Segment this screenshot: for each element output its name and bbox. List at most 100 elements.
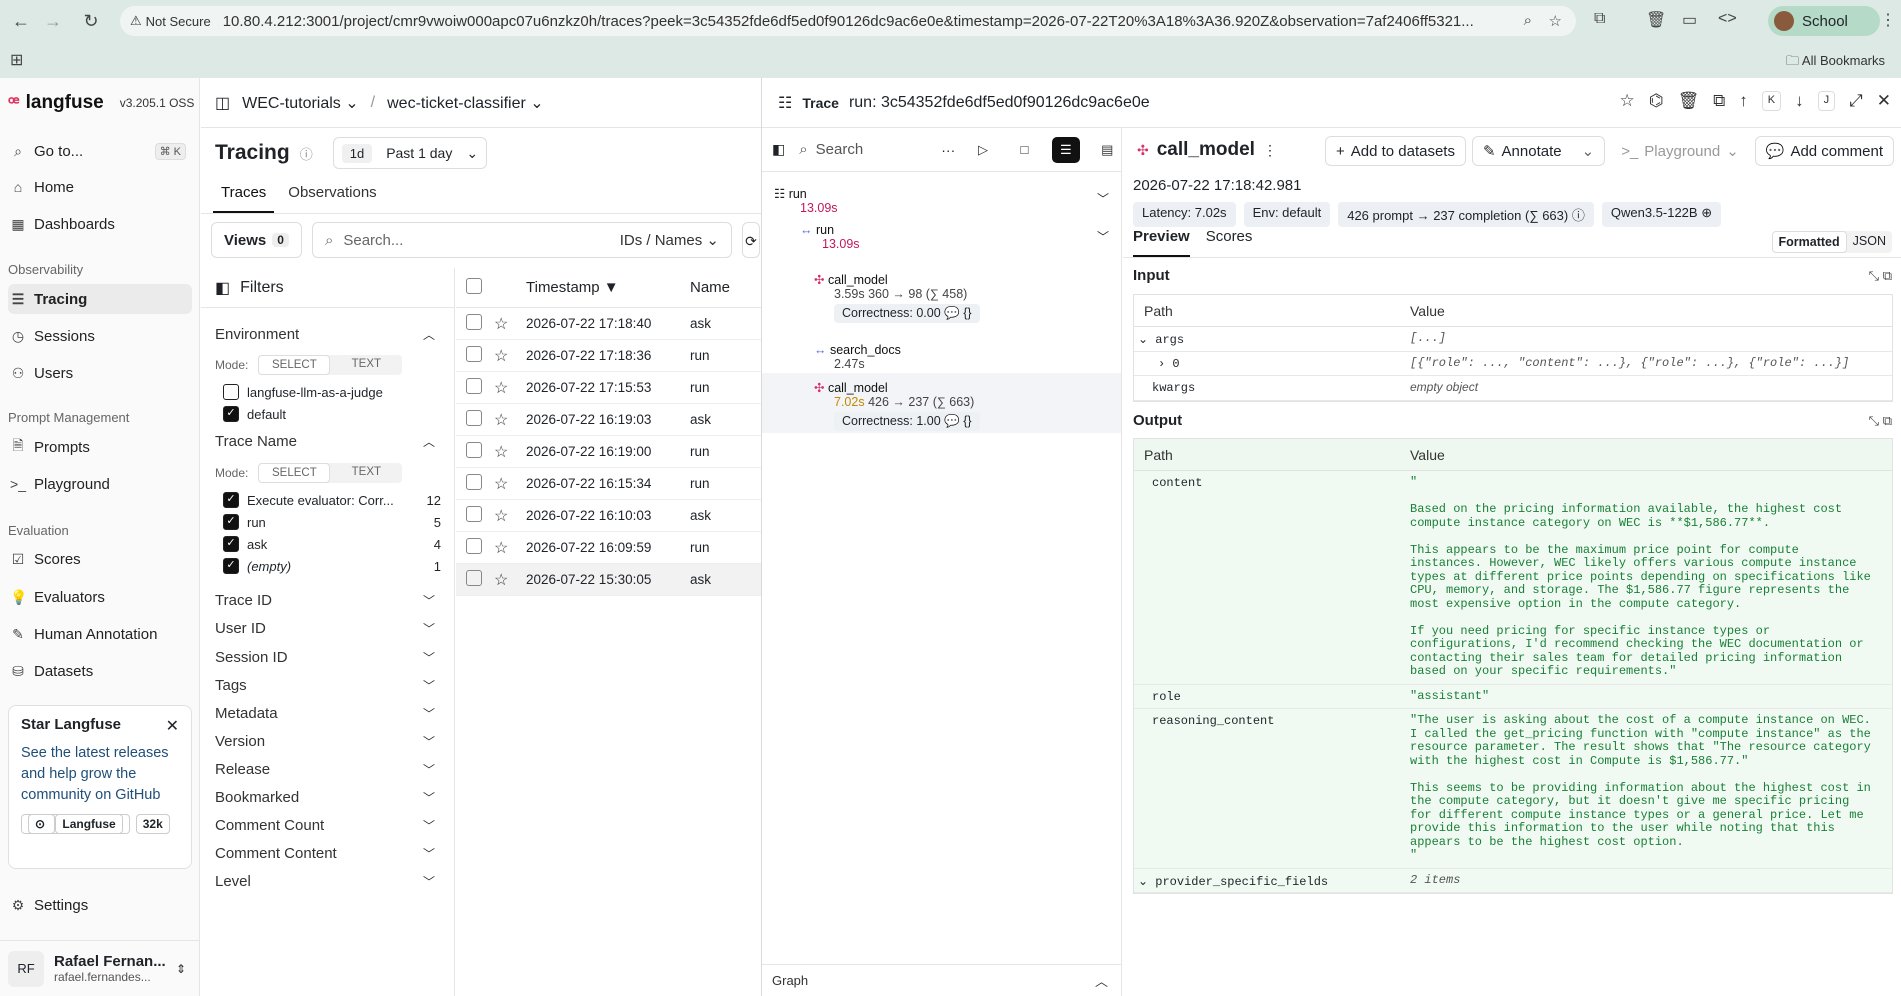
- row-checkbox[interactable]: [456, 314, 494, 333]
- filter-environment[interactable]: Environment︿: [215, 326, 445, 343]
- score-badge[interactable]: Correctness: 0.00 💬 {}: [834, 304, 980, 323]
- col-name[interactable]: Name: [690, 279, 731, 296]
- checkbox-checked[interactable]: ✓: [223, 492, 239, 508]
- row-checkbox[interactable]: [456, 346, 494, 365]
- url-text[interactable]: 10.80.4.212:3001/project/cmr9vwoiw000apc…: [222, 12, 1474, 30]
- checkbox[interactable]: [466, 314, 482, 330]
- table-row[interactable]: content" Based on the pricing informatio…: [1134, 471, 1892, 685]
- sidebar-item-scores[interactable]: ☑Scores: [8, 544, 192, 574]
- filter-metadata[interactable]: Metadata﹀: [215, 705, 445, 722]
- github-stars[interactable]: ⊙ Langfuse 32k: [21, 814, 179, 834]
- star-icon[interactable]: ☆: [494, 571, 509, 589]
- filter-option[interactable]: ✓default: [223, 403, 441, 425]
- checkbox-checked[interactable]: ✓: [223, 406, 239, 422]
- menu-icon[interactable]: ⋮: [1880, 12, 1896, 29]
- search-scope-select[interactable]: IDs / Names ⌄: [620, 231, 719, 249]
- external-link-icon[interactable]: ⧉: [1713, 91, 1726, 110]
- star-icon[interactable]: ☆: [494, 379, 509, 397]
- filter-option[interactable]: ✓Execute evaluator: Corr...12: [223, 489, 441, 511]
- checkbox[interactable]: [223, 384, 239, 400]
- checkbox[interactable]: [466, 410, 482, 426]
- table-row[interactable]: reasoning_content"The user is asking abo…: [1134, 709, 1892, 869]
- annotate-button[interactable]: ✎Annotate⌄: [1471, 136, 1606, 166]
- arrow-up-icon[interactable]: ↑: [1739, 91, 1748, 110]
- star-icon[interactable]: ☆: [494, 507, 509, 525]
- tree-node-run-root[interactable]: ☷ run 13.09s: [774, 186, 838, 215]
- mode-select-button[interactable]: SELECT: [258, 355, 331, 375]
- tree-node-call-model-1[interactable]: ✣ call_model 3.59s 360 → 98 (∑ 458) Corr…: [814, 272, 980, 323]
- search-input[interactable]: ⌕ Search... IDs / Names ⌄: [311, 222, 732, 258]
- row-checkbox[interactable]: [456, 506, 494, 525]
- project-selector[interactable]: wec-ticket-classifier ⌄: [387, 93, 544, 113]
- security-indicator[interactable]: ⚠Not Secure: [130, 13, 211, 29]
- trash-icon[interactable]: 🗑: [1646, 12, 1667, 29]
- checkbox[interactable]: [466, 378, 482, 394]
- mode-text-button[interactable]: TEXT: [351, 466, 382, 478]
- back-icon[interactable]: ←: [12, 11, 30, 31]
- add-to-datasets-button[interactable]: +Add to datasets: [1324, 136, 1466, 166]
- sidebar-item-settings[interactable]: ⚙Settings: [8, 890, 192, 920]
- tokens-badge[interactable]: 426 prompt → 237 completion (∑ 663) ⓘ: [1338, 202, 1594, 227]
- star-icon[interactable]: ☆: [494, 411, 509, 429]
- sidebar-item-datasets[interactable]: ⛁Datasets: [8, 656, 192, 686]
- star-icon[interactable]: ☆: [1619, 91, 1635, 110]
- format-json-button[interactable]: JSON: [1852, 234, 1886, 248]
- zoom-icon[interactable]: ⌕: [1523, 12, 1532, 29]
- apps-grid-icon[interactable]: ⊞: [10, 52, 24, 69]
- devtools-icon[interactable]: <>: [1718, 10, 1737, 27]
- model-badge[interactable]: Qwen3.5-122B ⊕: [1601, 202, 1722, 227]
- table-row[interactable]: role"assistant": [1134, 685, 1892, 709]
- chevron-down-icon[interactable]: ⌄: [1581, 143, 1595, 160]
- arrow-down-icon[interactable]: ↓: [1795, 91, 1804, 110]
- filter-bookmarked[interactable]: Bookmarked﹀: [215, 789, 445, 806]
- sidebar-item-dashboards[interactable]: ▦Dashboards: [8, 209, 192, 239]
- share-icon[interactable]: ⌬: [1648, 91, 1664, 110]
- star-icon[interactable]: ☆: [494, 443, 509, 461]
- address-bar[interactable]: ⚠Not Secure 10.80.4.212:3001/project/cmr…: [120, 6, 1576, 36]
- filter-user-id[interactable]: User ID﹀: [215, 620, 445, 637]
- chevron-down-icon[interactable]: ﹀: [1096, 230, 1109, 244]
- score-badge[interactable]: Correctness: 1.00 💬 {}: [834, 412, 980, 431]
- checkbox[interactable]: [466, 277, 482, 294]
- profile-button[interactable]: School: [1768, 6, 1880, 36]
- sidebar-toggle-icon[interactable]: ◫: [215, 94, 231, 112]
- info-icon[interactable]: ⓘ: [299, 146, 313, 162]
- row-checkbox[interactable]: [456, 538, 494, 557]
- mode-select-button[interactable]: SELECT: [258, 463, 331, 483]
- tree-node-call-model-2[interactable]: ✣ call_model 7.02s 426 → 237 (∑ 663) Cor…: [814, 380, 980, 431]
- star-icon[interactable]: ☆: [494, 475, 509, 493]
- filter-session-id[interactable]: Session ID﹀: [215, 649, 445, 666]
- table-row[interactable]: › 0[{"role": ..., "content": ...}, {"rol…: [1134, 352, 1892, 376]
- sidebar-item-tracing[interactable]: ☰Tracing: [8, 284, 192, 314]
- checkbox-checked[interactable]: ✓: [223, 558, 239, 574]
- star-card-text[interactable]: See the latest releases and help grow th…: [21, 745, 169, 803]
- extensions-icon[interactable]: ⧉: [1594, 10, 1606, 27]
- goto-search[interactable]: ⌕Go to...⌘ K: [8, 136, 192, 166]
- all-bookmarks[interactable]: 🗀 All Bookmarks: [1786, 52, 1885, 74]
- user-menu[interactable]: RF Rafael Fernan... rafael.fernandes... …: [0, 940, 200, 996]
- checkbox[interactable]: [466, 538, 482, 554]
- window-icon[interactable]: ▭: [1682, 12, 1698, 29]
- sidebar-item-users[interactable]: ⚇Users: [8, 358, 192, 388]
- github-button[interactable]: ⊙ Langfuse: [21, 814, 130, 834]
- filter-trace-id[interactable]: Trace ID﹀: [215, 592, 445, 609]
- filter-trace-name[interactable]: Trace Name︿: [215, 433, 445, 450]
- collapse-icon[interactable]: ⤡: [1868, 413, 1880, 428]
- timeline-view-icon[interactable]: ▤: [1101, 141, 1114, 157]
- filter-level[interactable]: Level﹀: [215, 873, 445, 890]
- filter-tags[interactable]: Tags﹀: [215, 677, 445, 694]
- checkbox[interactable]: [466, 570, 482, 586]
- panel-toggle-icon[interactable]: ◧: [772, 141, 786, 157]
